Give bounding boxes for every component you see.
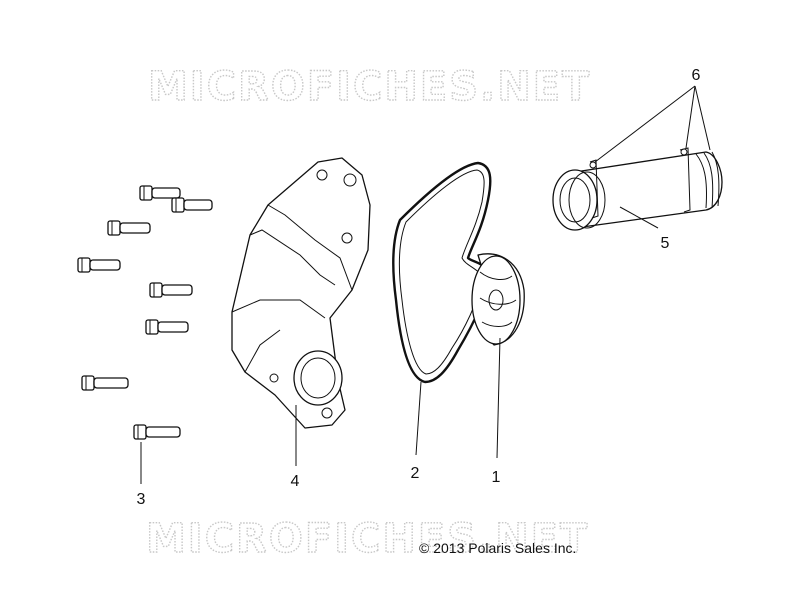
gasket — [392, 161, 492, 384]
watermark-top: MICROFICHES.NET — [148, 64, 591, 110]
bolt — [133, 424, 181, 440]
bolt — [145, 319, 189, 335]
callout-5: 5 — [661, 235, 670, 252]
bolt — [149, 282, 193, 298]
bolt — [171, 197, 213, 213]
bolt — [81, 375, 129, 391]
callout-4: 4 — [291, 473, 300, 490]
callout-3: 3 — [137, 491, 146, 508]
coolant-tube — [552, 147, 723, 231]
callout-6: 6 — [692, 67, 701, 84]
callout-1: 1 — [492, 469, 501, 486]
bolt — [139, 185, 181, 201]
copyright-text: © 2013 Polaris Sales Inc. — [419, 540, 576, 556]
bolt — [107, 220, 151, 236]
pump-cover — [231, 157, 371, 429]
callout-2: 2 — [411, 465, 420, 482]
bolt — [77, 257, 121, 273]
leader-lines — [140, 85, 711, 484]
impeller — [471, 253, 525, 346]
bolt-group — [77, 185, 213, 440]
watermark-bottom: MICROFICHES.NET — [146, 516, 589, 562]
